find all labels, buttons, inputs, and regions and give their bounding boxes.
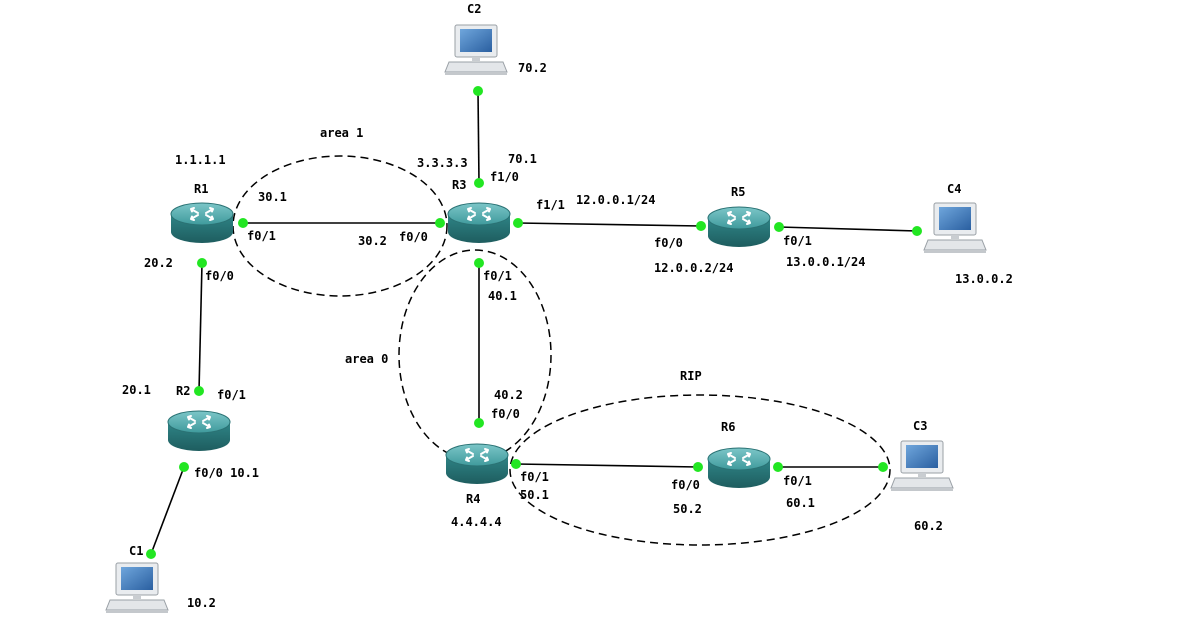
r1-name: R1 [194, 182, 208, 196]
rip-label: RIP [680, 369, 702, 383]
r6-name: R6 [721, 420, 735, 434]
port-r2-f0-1 [194, 386, 204, 396]
label-r3-f1-0: f1/0 [490, 170, 519, 184]
label-r6-50-2: 50.2 [673, 502, 702, 516]
label-r3-70-1: 70.1 [508, 152, 537, 166]
label-r6-f0-1: f0/1 [783, 474, 812, 488]
port-r3-f0-1 [474, 258, 484, 268]
c4-ip: 13.0.0.2 [955, 272, 1013, 286]
c3-ip: 60.2 [914, 519, 943, 533]
c3-name: C3 [913, 419, 927, 433]
router-r5[interactable] [707, 206, 771, 248]
link-r3-r5 [517, 222, 702, 227]
label-r1-20-2: 20.2 [144, 256, 173, 270]
host-c2[interactable] [444, 24, 508, 76]
link-r1-r2 [198, 262, 203, 392]
r1-loopback: 1.1.1.1 [175, 153, 226, 167]
label-r2-20-1: 20.1 [122, 383, 151, 397]
label-r1-f0-1: f0/1 [247, 229, 276, 243]
port-c3 [878, 462, 888, 472]
port-r1-f0-1 [238, 218, 248, 228]
r2-name: R2 [176, 384, 190, 398]
rip-boundary [509, 394, 891, 546]
label-r4-50-1: 50.1 [520, 488, 549, 502]
label-r4-40-2: 40.2 [494, 388, 523, 402]
link-r4-r6 [515, 463, 699, 468]
link-r3-c2 [477, 90, 480, 184]
port-c1 [146, 549, 156, 559]
r5-name: R5 [731, 185, 745, 199]
router-r6[interactable] [707, 447, 771, 489]
port-r1-f0-0 [197, 258, 207, 268]
label-r5-13-0-0-1: 13.0.0.1/24 [786, 255, 865, 269]
router-r4[interactable] [445, 443, 509, 485]
port-r6-f0-1 [773, 462, 783, 472]
label-r3-30-2: 30.2 [358, 234, 387, 248]
port-c4 [912, 226, 922, 236]
label-r5-12-0-0-2: 12.0.0.2/24 [654, 261, 733, 275]
link-r2-c1 [150, 466, 185, 555]
port-r6-f0-0 [693, 462, 703, 472]
area-0-boundary [398, 249, 552, 461]
label-r2-f0-0-10-1: f0/0 10.1 [194, 466, 259, 480]
label-r3-12-0-0-1: 12.0.0.1/24 [576, 193, 655, 207]
router-r2[interactable] [167, 410, 231, 452]
label-r2-f0-1: f0/1 [217, 388, 246, 402]
label-r5-f0-0: f0/0 [654, 236, 683, 250]
label-r3-f0-1: f0/1 [483, 269, 512, 283]
port-r4-f0-0 [474, 418, 484, 428]
router-r1[interactable] [170, 202, 234, 244]
c2-name: C2 [467, 2, 481, 16]
port-r3-f1-0 [474, 178, 484, 188]
router-r3[interactable] [447, 202, 511, 244]
label-r3-40-1: 40.1 [488, 289, 517, 303]
label-r1-f0-0: f0/0 [205, 269, 234, 283]
label-r6-f0-0: f0/0 [671, 478, 700, 492]
label-r3-f0-0: f0/0 [399, 230, 428, 244]
c2-ip: 70.2 [518, 61, 547, 75]
area-0-label: area 0 [345, 352, 388, 366]
label-r3-f1-1: f1/1 [536, 198, 565, 212]
port-c2 [473, 86, 483, 96]
port-r2-f0-0 [179, 462, 189, 472]
label-r5-f0-1: f0/1 [783, 234, 812, 248]
port-r3-f1-1 [513, 218, 523, 228]
area-1-label: area 1 [320, 126, 363, 140]
r4-loopback: 4.4.4.4 [451, 515, 502, 529]
c4-name: C4 [947, 182, 961, 196]
label-r4-f0-0: f0/0 [491, 407, 520, 421]
area-1-boundary [232, 155, 448, 297]
host-c3[interactable] [890, 440, 954, 492]
port-r4-f0-1 [511, 459, 521, 469]
port-r3-f0-0 [435, 218, 445, 228]
link-r5-c4 [778, 226, 918, 232]
r3-loopback: 3.3.3.3 [417, 156, 468, 170]
port-r5-f0-0 [696, 221, 706, 231]
r3-name: R3 [452, 178, 466, 192]
label-r4-f0-1: f0/1 [520, 470, 549, 484]
host-c4[interactable] [923, 202, 987, 254]
label-r1-30-1: 30.1 [258, 190, 287, 204]
host-c1[interactable] [105, 562, 169, 614]
r4-name: R4 [466, 492, 480, 506]
c1-name: C1 [129, 544, 143, 558]
c1-ip: 10.2 [187, 596, 216, 610]
port-r5-f0-1 [774, 222, 784, 232]
label-r6-60-1: 60.1 [786, 496, 815, 510]
